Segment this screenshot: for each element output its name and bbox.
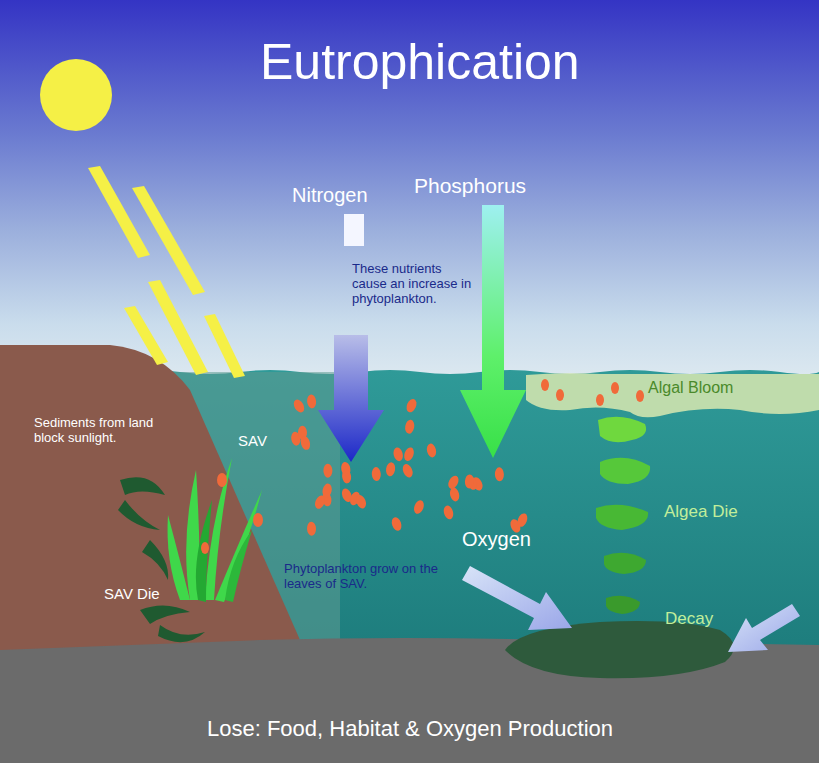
process-label: Decay xyxy=(665,609,713,629)
nitrogen-input xyxy=(344,214,364,246)
part-label: SAV xyxy=(238,432,267,449)
phytoplankton-cell xyxy=(390,516,403,532)
phytoplankton-cell xyxy=(596,394,604,406)
footer-note: Lose: Food, Habitat & Oxygen Production xyxy=(207,716,613,741)
phytoplankton-cell xyxy=(412,499,425,515)
phytoplankton-cell xyxy=(323,464,332,478)
oxygen-arrow xyxy=(462,566,572,630)
phytoplankton-cell xyxy=(516,512,530,528)
phytoplankton-cell xyxy=(449,487,461,503)
phytoplankton-cell xyxy=(321,483,333,499)
phytoplankton-cell xyxy=(307,394,317,409)
note: These nutrients cause an increase in phy… xyxy=(352,262,476,307)
phytoplankton-cell xyxy=(465,475,479,491)
phytoplankton-cell xyxy=(307,521,317,535)
oxygen-arrow xyxy=(728,604,800,652)
phytoplankton-cell xyxy=(299,435,312,451)
note: Sediments from land block sunlight. xyxy=(34,416,174,446)
land xyxy=(0,345,300,655)
phytoplankton-cell xyxy=(392,446,404,462)
sun-rays xyxy=(88,166,245,378)
phytoplankton-cell xyxy=(402,446,415,462)
nutrient-label: Phosphorus xyxy=(414,174,526,198)
diagram-title: Eutrophication xyxy=(260,34,580,92)
phytoplankton-cell xyxy=(541,379,549,391)
phytoplankton-cell xyxy=(401,462,415,478)
process-label: Oxygen xyxy=(462,528,531,551)
sky xyxy=(0,0,819,380)
phytoplankton-cell xyxy=(292,398,307,415)
part-label: SAV Die xyxy=(104,585,160,602)
phytoplankton-cell xyxy=(354,494,368,510)
phytoplankton-cell xyxy=(495,467,504,481)
dying-algae xyxy=(596,417,650,614)
phosphorus-arrow xyxy=(460,205,526,458)
phytoplankton xyxy=(290,379,644,536)
phytoplankton-cell xyxy=(611,382,619,394)
process-label: Algal Bloom xyxy=(648,379,733,397)
algal-bloom xyxy=(526,373,819,417)
dead-sav xyxy=(118,477,205,642)
phytoplankton-cell xyxy=(405,397,419,413)
decay-mat xyxy=(505,621,734,678)
phytoplankton-cell xyxy=(556,389,564,401)
sav-plants xyxy=(168,458,263,602)
nitrogen-arrow xyxy=(318,335,384,462)
phytoplankton-cell xyxy=(371,467,381,482)
phytoplankton-cell xyxy=(636,390,644,402)
nutrient-label: Nitrogen xyxy=(292,184,368,207)
phytoplankton-cell xyxy=(385,462,396,477)
sun xyxy=(40,59,112,131)
process-label: Algea Die xyxy=(664,502,738,522)
phytoplankton-on-sav xyxy=(201,473,263,554)
phytoplankton-cell xyxy=(426,443,438,459)
note: Phytoplankton grow on the leaves of SAV. xyxy=(284,562,452,592)
phytoplankton-cell xyxy=(341,469,351,484)
phytoplankton-cell xyxy=(404,419,415,434)
phytoplankton-cell xyxy=(465,474,475,488)
phytoplankton-cell xyxy=(442,504,455,520)
